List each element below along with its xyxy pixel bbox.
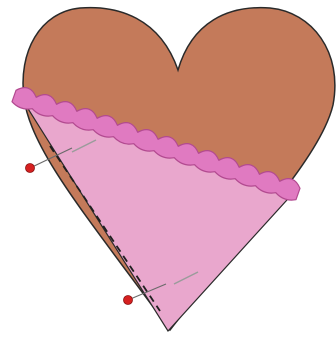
illustration-canvas [0, 0, 336, 341]
sewing-illustration [0, 0, 336, 341]
